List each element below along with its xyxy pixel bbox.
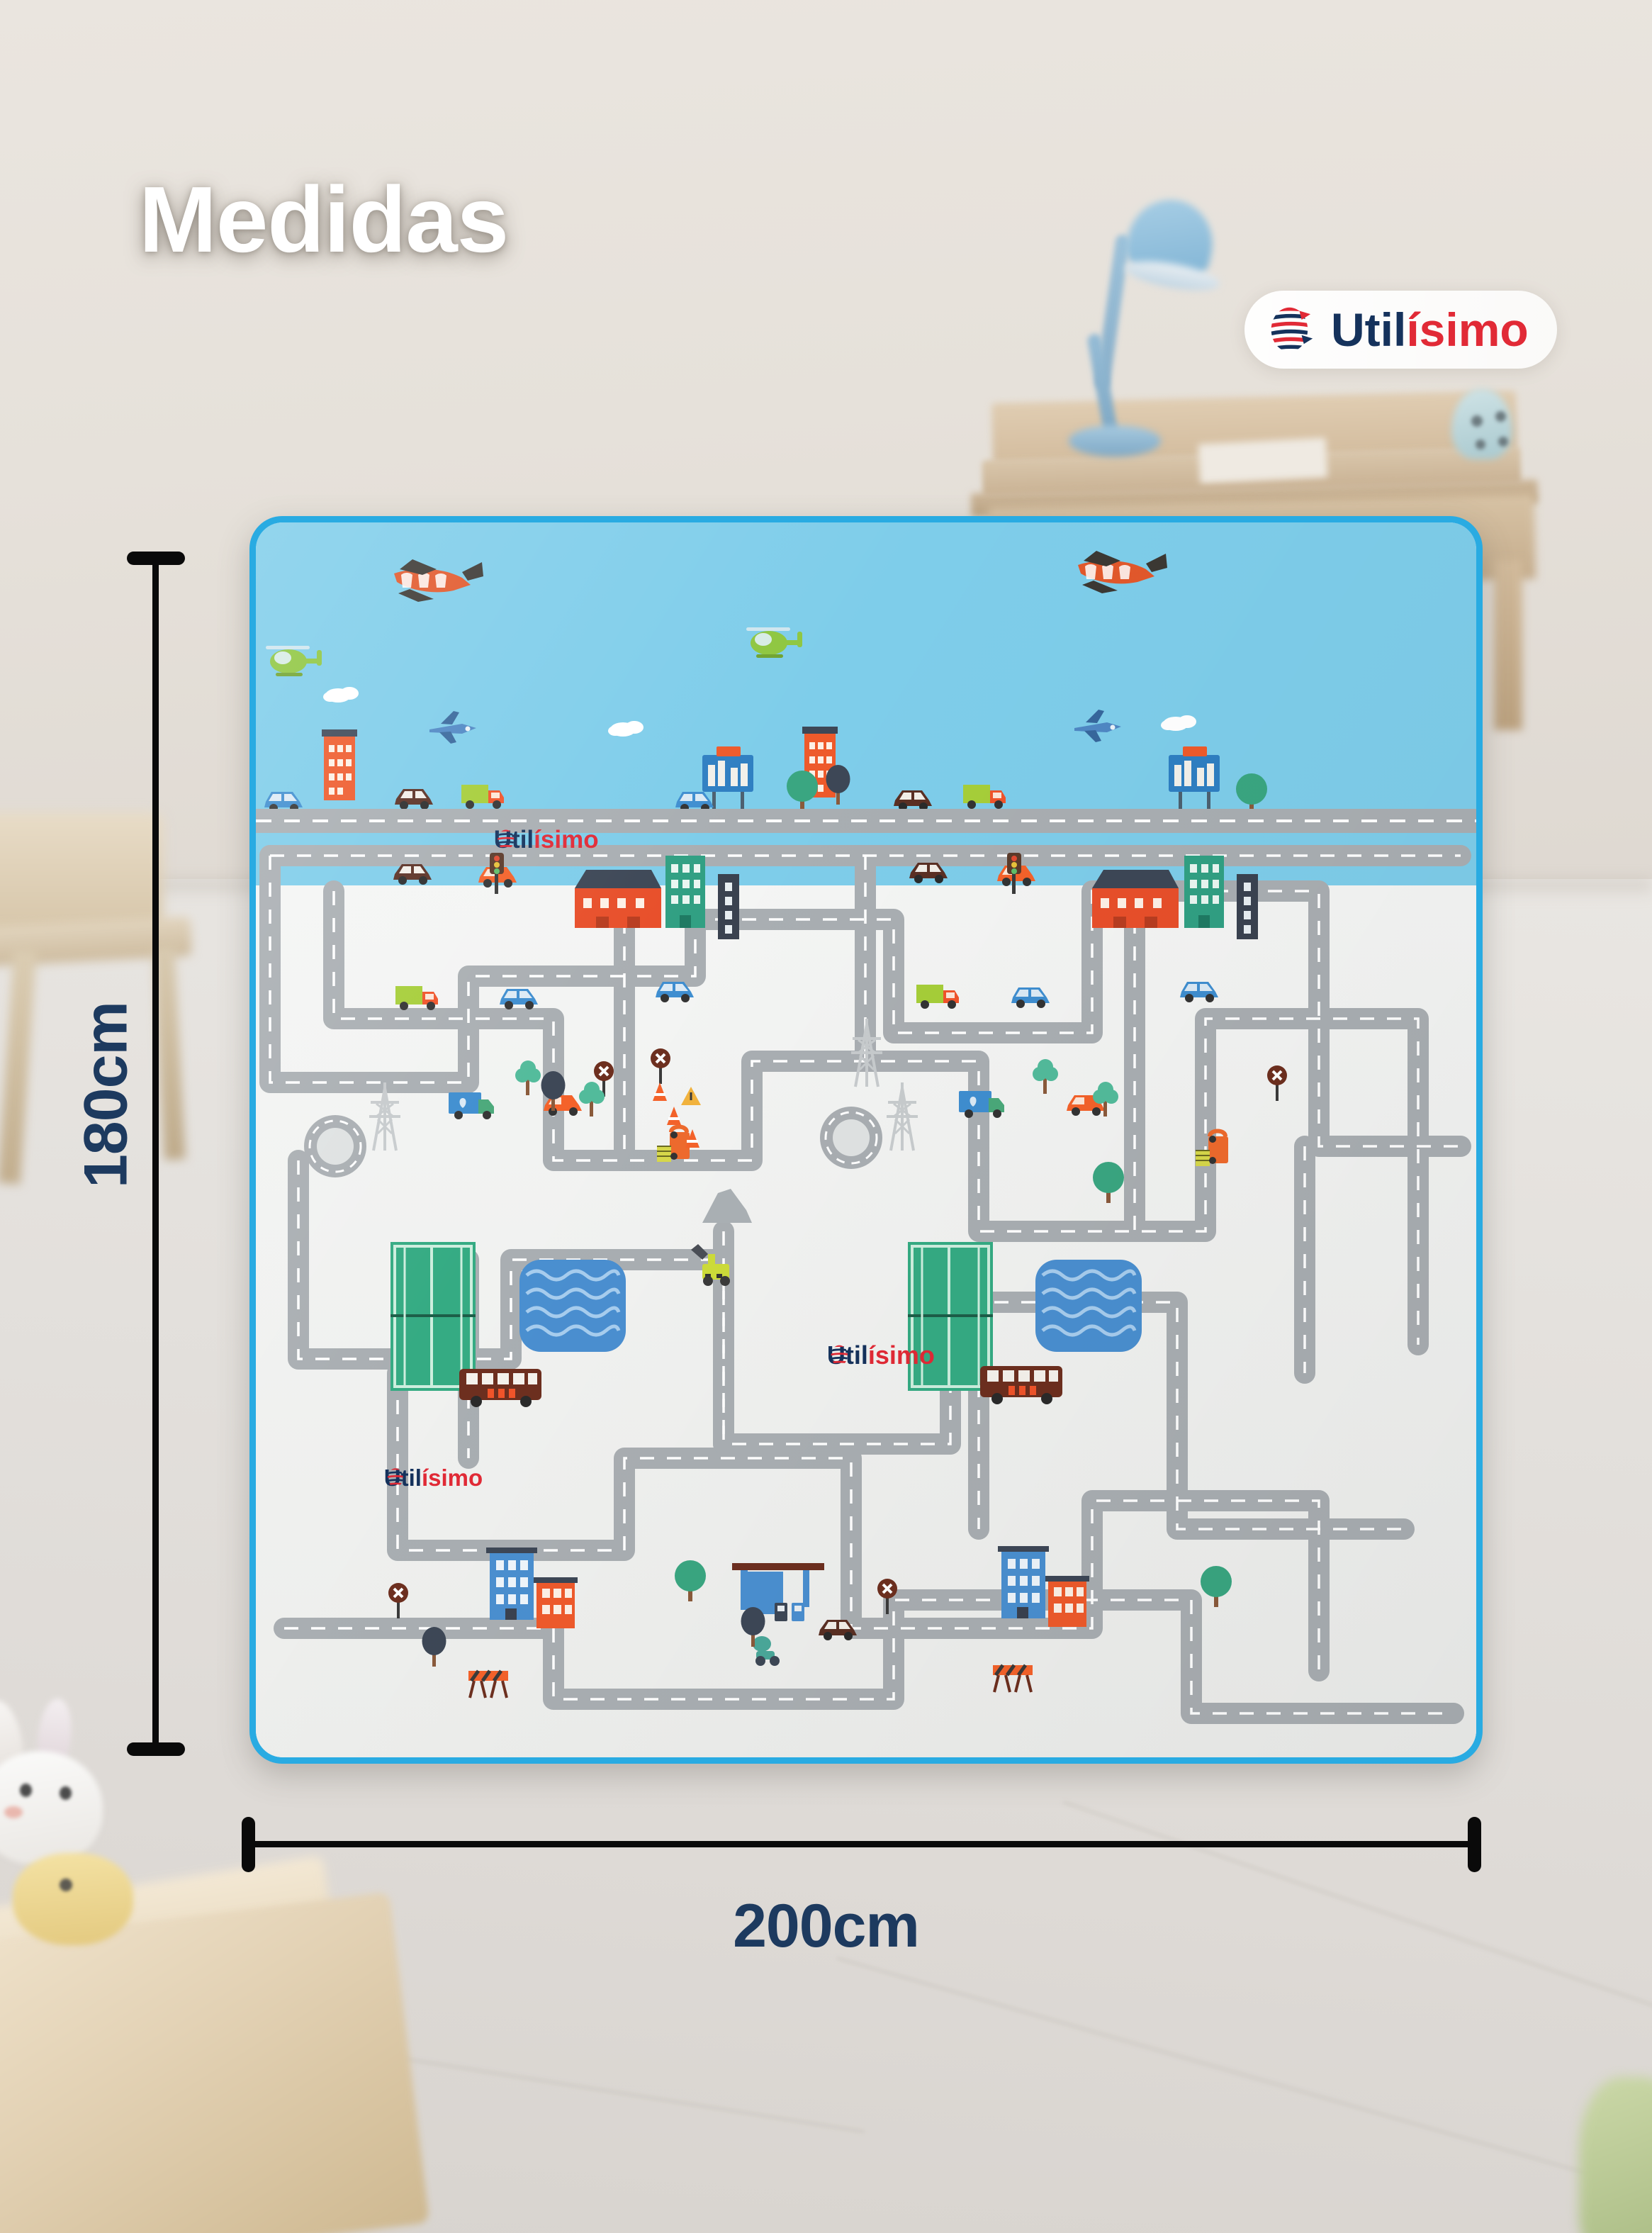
desk-leg-right — [1494, 560, 1522, 730]
watermark-word-accent: ísimo — [867, 1340, 935, 1370]
shelf-toy-dot — [1476, 440, 1485, 449]
plush-yellow-toy-eye — [60, 1879, 72, 1891]
plush-bunny-cheek — [4, 1806, 23, 1818]
watermark-word-accent: ísimo — [421, 1464, 483, 1491]
brand-word-primary: Util — [1331, 303, 1407, 356]
striped-globe-icon — [1271, 307, 1313, 352]
mat-artwork — [256, 551, 1476, 1724]
shelf-toy-dot — [1495, 411, 1506, 422]
height-measure-cap-bottom — [127, 1742, 185, 1756]
plush-bunny-eye — [60, 1786, 72, 1800]
striped-globe-icon — [387, 1468, 403, 1487]
height-measure-line — [152, 555, 159, 1752]
desk-paper — [1198, 437, 1328, 484]
width-measure-cap-left — [242, 1817, 255, 1872]
height-label: 180cm — [72, 1002, 140, 1188]
width-measure-cap-right — [1468, 1817, 1481, 1872]
shelf-toy-dot — [1498, 437, 1508, 447]
watermark-word-primary: Util — [493, 826, 534, 854]
brand-badge: Utilísimo — [1244, 291, 1557, 369]
plush-yellow-toy — [13, 1853, 133, 1945]
watermark-word-primary: Util — [383, 1464, 422, 1491]
shelf-toy-dot — [1471, 415, 1483, 427]
play-mat: Utilísimo Utilísimo Utilís — [249, 516, 1483, 1764]
width-label: 200cm — [733, 1892, 920, 1960]
page-title: Medidas — [139, 167, 509, 272]
plush-bunny-eye — [20, 1784, 32, 1797]
striped-globe-icon — [831, 1345, 848, 1366]
height-measure-cap-top — [127, 552, 185, 565]
mat-watermark-sky: Utilísimo — [494, 827, 599, 852]
bottom-right-blurred-object — [1579, 2077, 1652, 2233]
lamp-base — [1069, 425, 1161, 457]
brand-wordmark: Utilísimo — [1331, 306, 1529, 353]
mat-watermark-lower-left: Utilísimo — [384, 1466, 483, 1489]
width-measure-line — [245, 1841, 1481, 1847]
watermark-word-accent: ísimo — [534, 826, 599, 854]
brand-word-accent: ísimo — [1406, 303, 1529, 356]
mat-watermark-pond: Utilísimo — [827, 1340, 935, 1370]
play-mat-surface: Utilísimo Utilísimo Utilís — [256, 522, 1476, 1757]
striped-globe-icon — [498, 829, 515, 850]
